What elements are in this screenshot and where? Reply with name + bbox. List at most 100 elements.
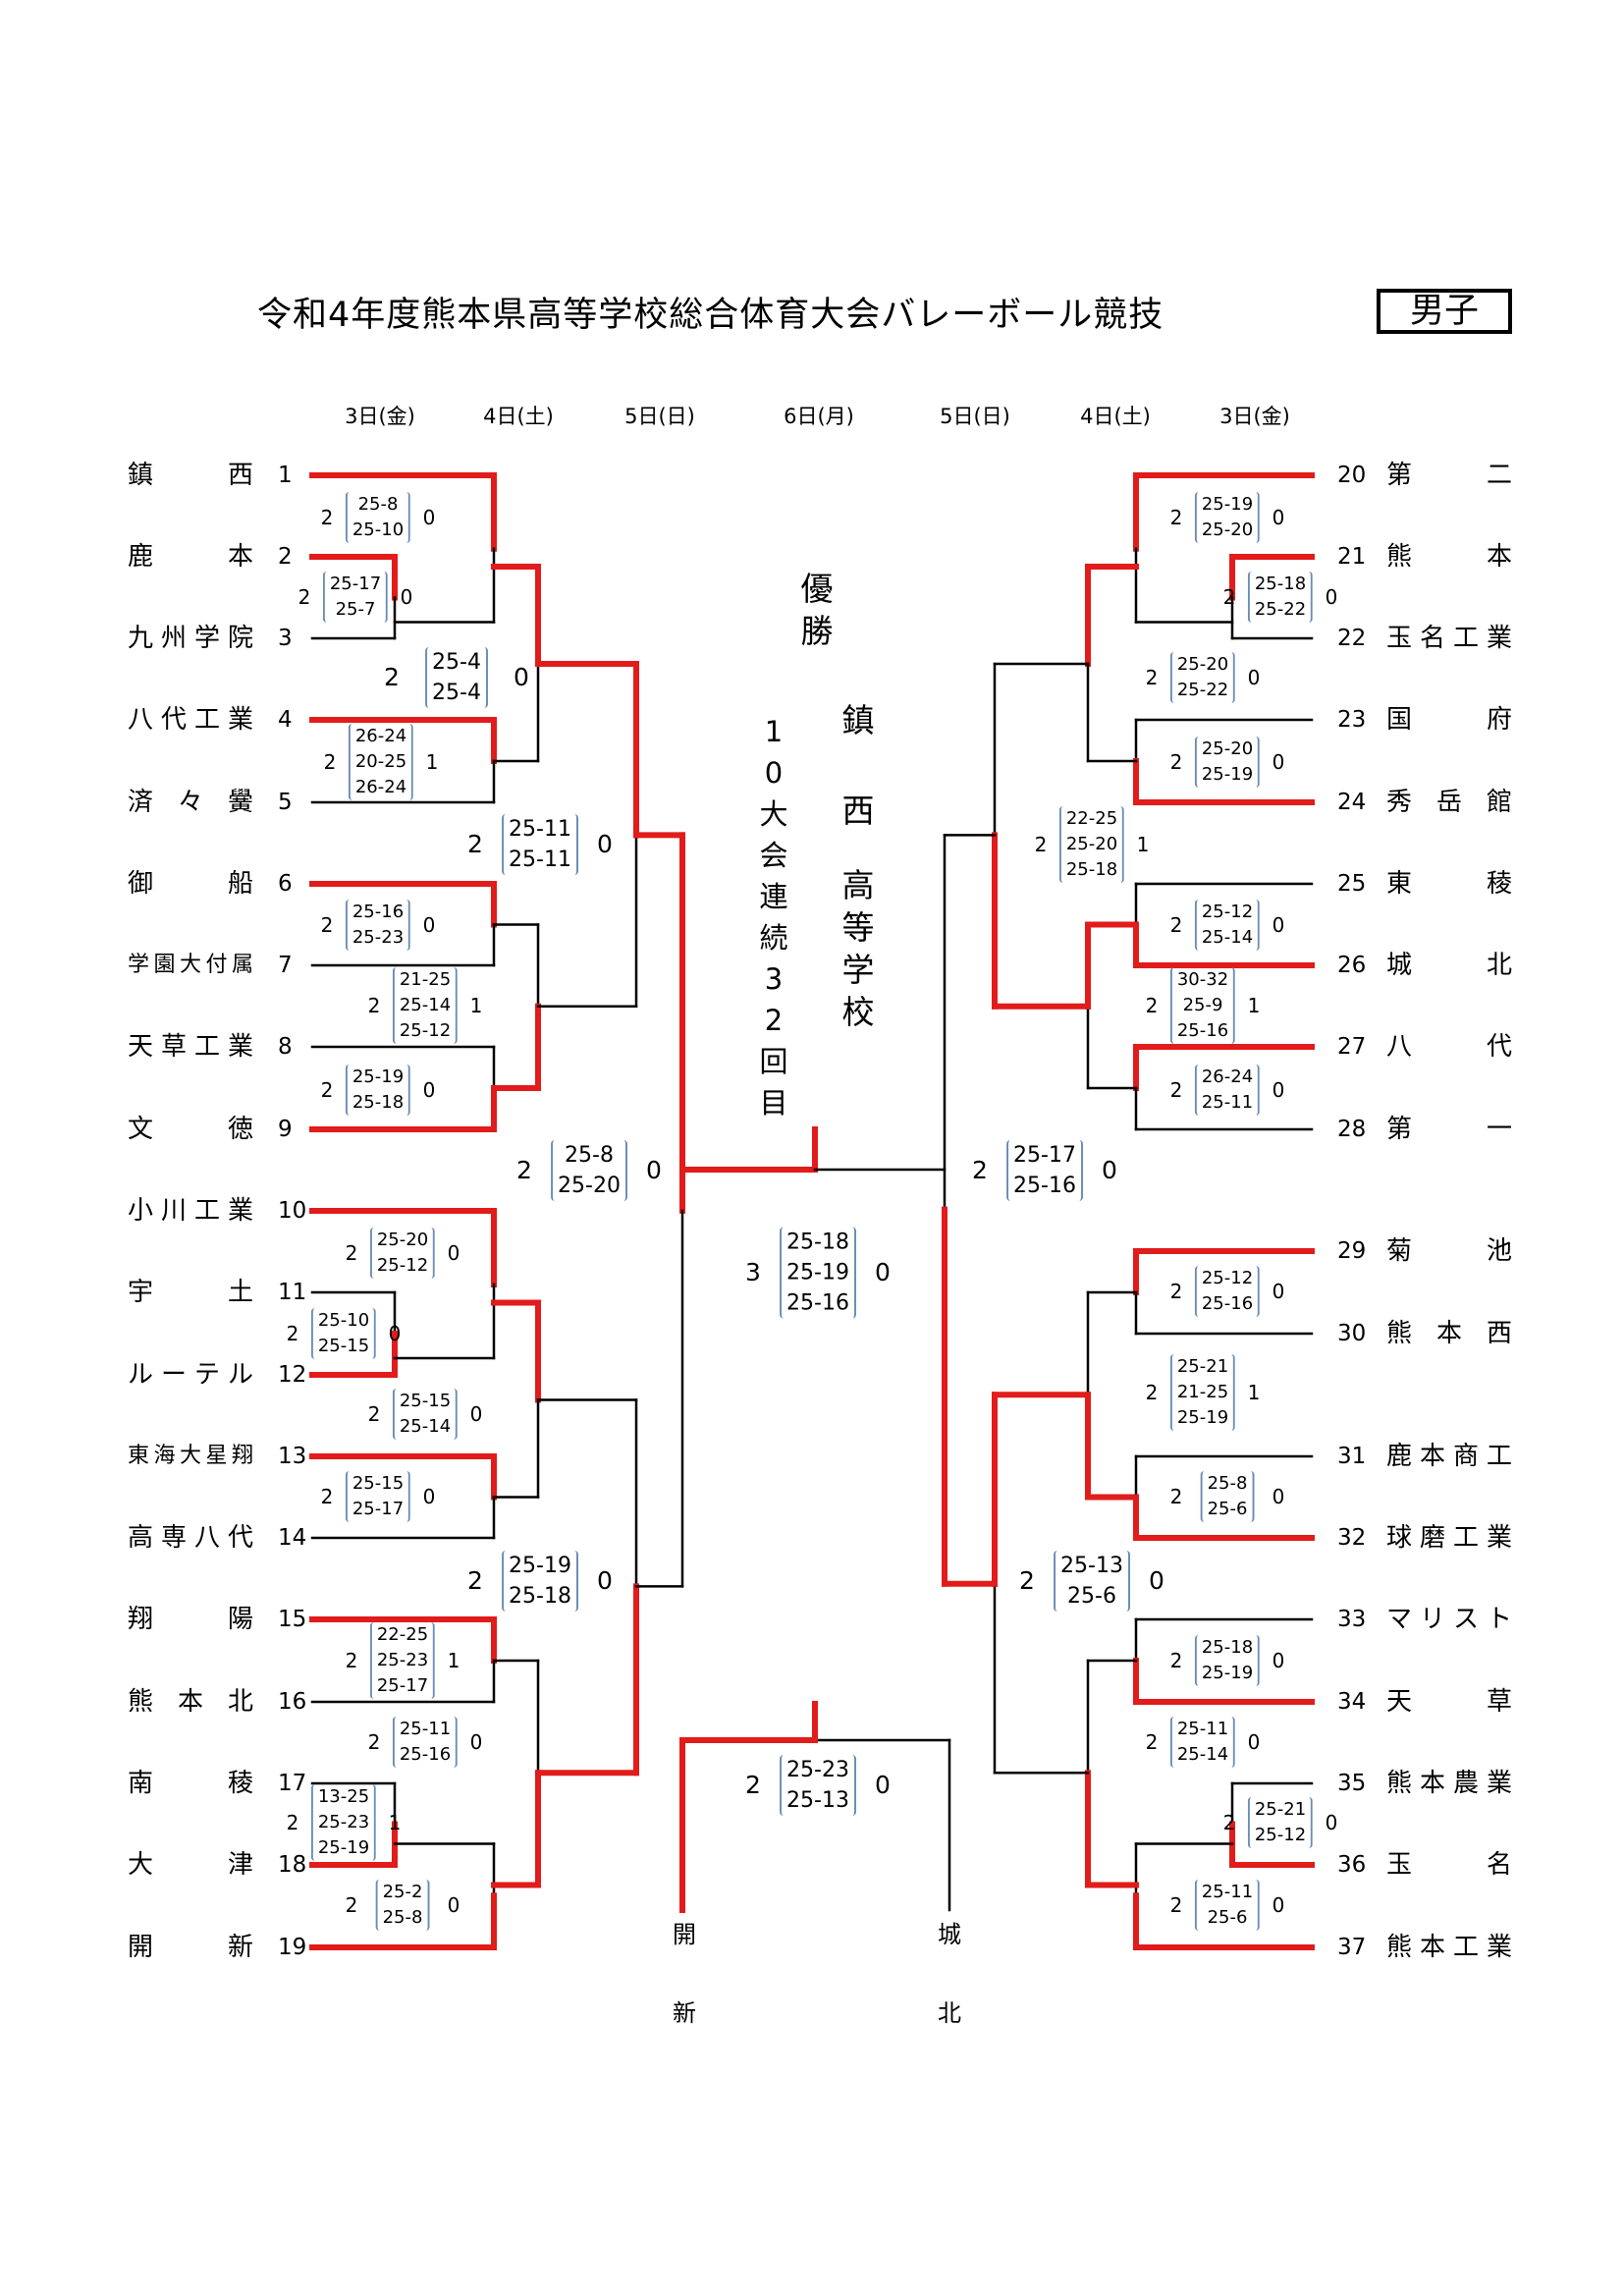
match-winner-sets: 2 [286,1322,299,1345]
team-name-char: 翔 [128,1605,154,1634]
match-winner-sets: 2 [1145,994,1159,1017]
day-label-left-2: 4日(土) [483,405,554,428]
set-score: 25-20 [1201,738,1254,759]
match-winner-sets: 2 [320,506,334,529]
team-number-right: 28 [1337,1117,1367,1142]
champion-school-char: 高 [841,866,875,904]
team-name-left: 宇土 [128,1278,253,1307]
team-name-char: 第 [1386,461,1413,490]
team-name-char: 八 [193,1523,220,1553]
team-name-char: 高 [128,1523,154,1553]
set-score: 25-11 [509,817,571,842]
team-number-left: 7 [278,953,293,978]
team-name-char: 名 [1419,624,1445,653]
set-score: 25-13 [786,1788,849,1813]
team-name-char: ス [1452,1605,1479,1634]
team-name-right: 秀岳館 [1386,788,1512,817]
match-loser-sets: 0 [1272,1893,1285,1917]
match-winner-sets: 2 [1145,666,1159,689]
team-name-char: 大 [179,953,201,977]
set-score: 25-20 [558,1174,621,1198]
set-score: 25-8 [382,1907,423,1928]
team-name-char: 付 [205,953,228,977]
match-loser-sets: 1 [469,994,483,1017]
team-name-left: 文徳 [128,1115,253,1144]
match-loser-sets: 0 [400,585,413,609]
champion-label-char: 勝 [800,612,834,650]
team-name-char: 熊 [128,1687,154,1717]
team-name-char: 稜 [1486,869,1512,899]
team-name-char: 大 [179,1444,201,1468]
team-name-char: 黌 [227,788,253,817]
team-name-char: 鹿 [128,542,154,572]
team-name-char: 工 [193,1032,220,1062]
set-score: 25-17 [329,574,382,594]
set-score: 22-25 [376,1624,429,1645]
set-score: 25-20 [1201,519,1254,540]
team-name-char: 本 [1435,1319,1462,1348]
team-name-char: 代 [160,705,187,735]
set-score: 25-14 [399,1416,452,1437]
set-score: 25-13 [1060,1554,1123,1578]
match-loser-sets: 0 [1325,585,1338,609]
semifinal-right-name-char: 城 [938,1921,961,1948]
team-name-right: 熊本工業 [1386,1933,1512,1962]
set-score: 25-14 [1201,927,1254,948]
streak-char: 続 [759,921,788,955]
team-name-char: 農 [1452,1769,1479,1798]
champion-streak: 1 0 大 会 連 続 3 2 回 目 [759,711,787,1123]
set-score: 25-11 [1201,1092,1254,1113]
set-score: 13-25 [317,1786,370,1807]
set-score: 25-4 [432,681,481,705]
team-name-char: 州 [160,624,187,653]
streak-char: 会 [759,839,788,872]
set-score: 25-23 [786,1758,849,1782]
match-winner-sets: 2 [1169,1078,1183,1102]
set-scores: 25-23 25-13 [780,1755,856,1816]
team-name-char: 西 [1486,1319,1512,1348]
match-winner-sets: 2 [972,1156,988,1184]
match-winner-sets: 3 [745,1258,761,1286]
set-score: 25-11 [1201,1882,1254,1902]
team-number-left: 3 [278,626,293,651]
team-name-char: 小 [128,1196,154,1226]
set-score: 25-19 [509,1554,571,1578]
match-loser-sets: 0 [1247,1730,1261,1754]
streak-char: 3 [764,962,784,996]
team-name-right: 天草 [1386,1687,1512,1717]
team-name-right: 第二 [1386,461,1512,490]
match-loser-sets: 0 [1247,666,1261,689]
match-loser-sets: 0 [469,1402,483,1426]
match-loser-sets: 1 [1247,1381,1261,1404]
team-name-right: 玉名工業 [1386,624,1512,653]
match-loser-sets: 0 [1272,1078,1285,1102]
team-name-char: 熊 [1386,1319,1413,1348]
team-name-char: 岳 [1435,788,1462,817]
streak-char: 1 [764,715,784,748]
team-name-left: 東海大星翔 [128,1442,253,1471]
team-name-char: 陽 [227,1605,253,1634]
team-number-left: 1 [278,463,293,488]
set-score: 25-12 [1254,1825,1307,1845]
team-number-left: 14 [278,1525,307,1551]
set-score: 25-19 [786,1260,849,1285]
team-name-char: 工 [1452,1933,1479,1962]
team-name-left: 学園大付属 [128,951,253,980]
team-number-left: 15 [278,1607,307,1632]
match-winner-sets: 2 [367,994,381,1017]
match-loser-sets: 0 [1272,913,1285,937]
match-winner-sets: 2 [345,1241,358,1265]
team-number-right: 31 [1337,1444,1367,1469]
match-loser-sets: 0 [597,1566,613,1595]
set-score: 25-11 [1176,1719,1229,1739]
set-score: 25-23 [352,927,405,948]
match-loser-sets: 0 [1149,1566,1164,1595]
set-score: 25-19 [317,1837,370,1858]
